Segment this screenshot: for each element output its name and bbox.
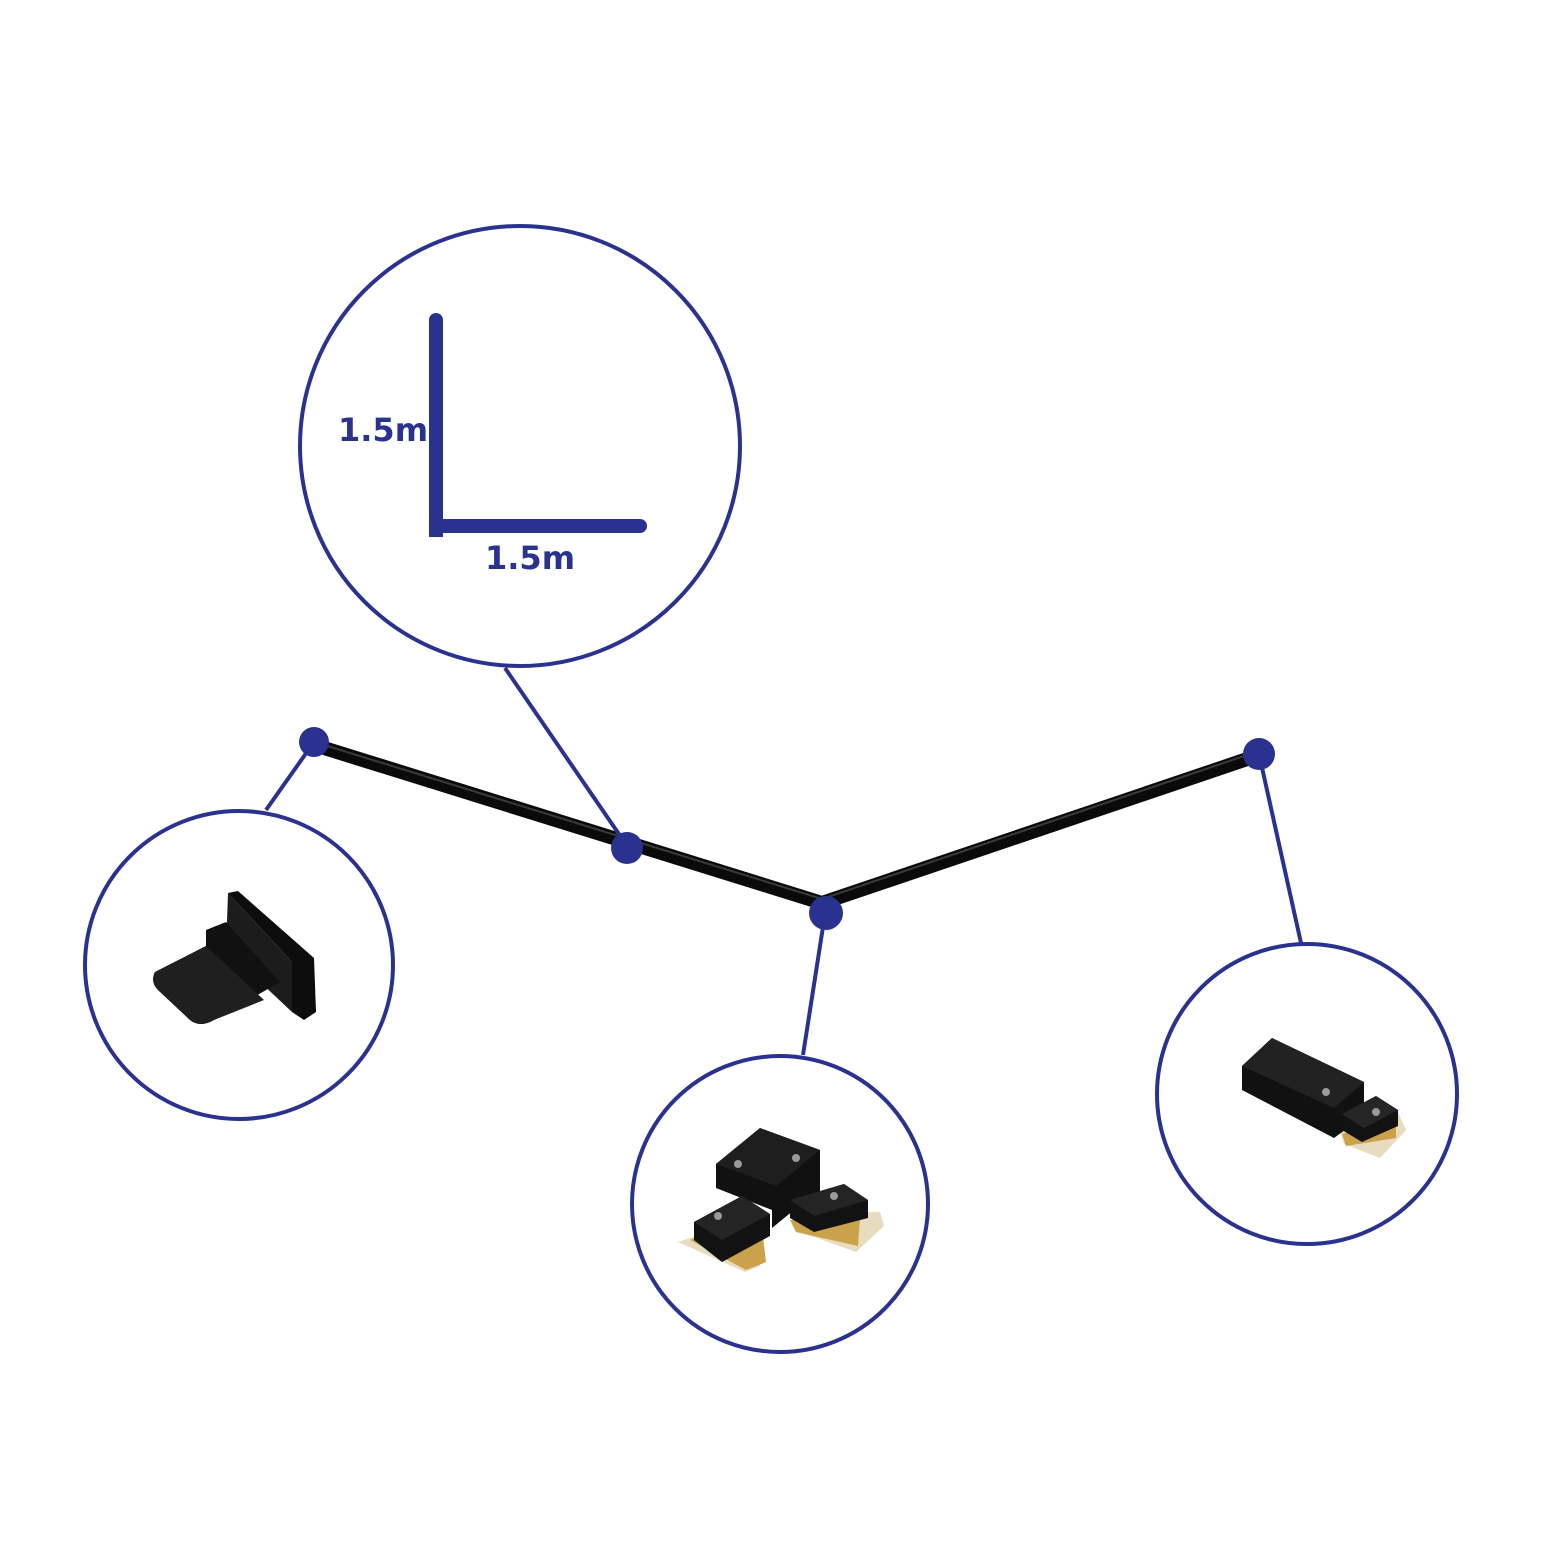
end-cap-icon — [153, 891, 316, 1024]
marker-dot-right-end — [1243, 738, 1275, 770]
marker-dot-midpoint — [611, 832, 643, 864]
dimension-callout: 1.5m 1.5m — [298, 224, 742, 668]
live-end-feed-callout — [1155, 942, 1459, 1246]
marker-dot-corner — [809, 896, 843, 930]
marker-dot-left-end — [299, 727, 329, 757]
leader-line-dimension — [503, 666, 625, 842]
leader-line-l-connector — [801, 913, 827, 1056]
leader-line-live-end — [1257, 753, 1303, 944]
track-rail — [305, 736, 1265, 911]
horizontal-dimension-label: 1.5m — [485, 539, 575, 577]
l-connector-callout — [630, 1054, 930, 1354]
l-connector-icon — [678, 1128, 884, 1272]
marker-dots — [299, 727, 1275, 930]
end-cap-callout — [83, 809, 395, 1121]
l-shape-dimension — [429, 313, 647, 537]
leader-lines — [264, 666, 1303, 1056]
vertical-dimension-label: 1.5m — [338, 411, 428, 449]
live-end-feed-icon — [1242, 1038, 1406, 1158]
